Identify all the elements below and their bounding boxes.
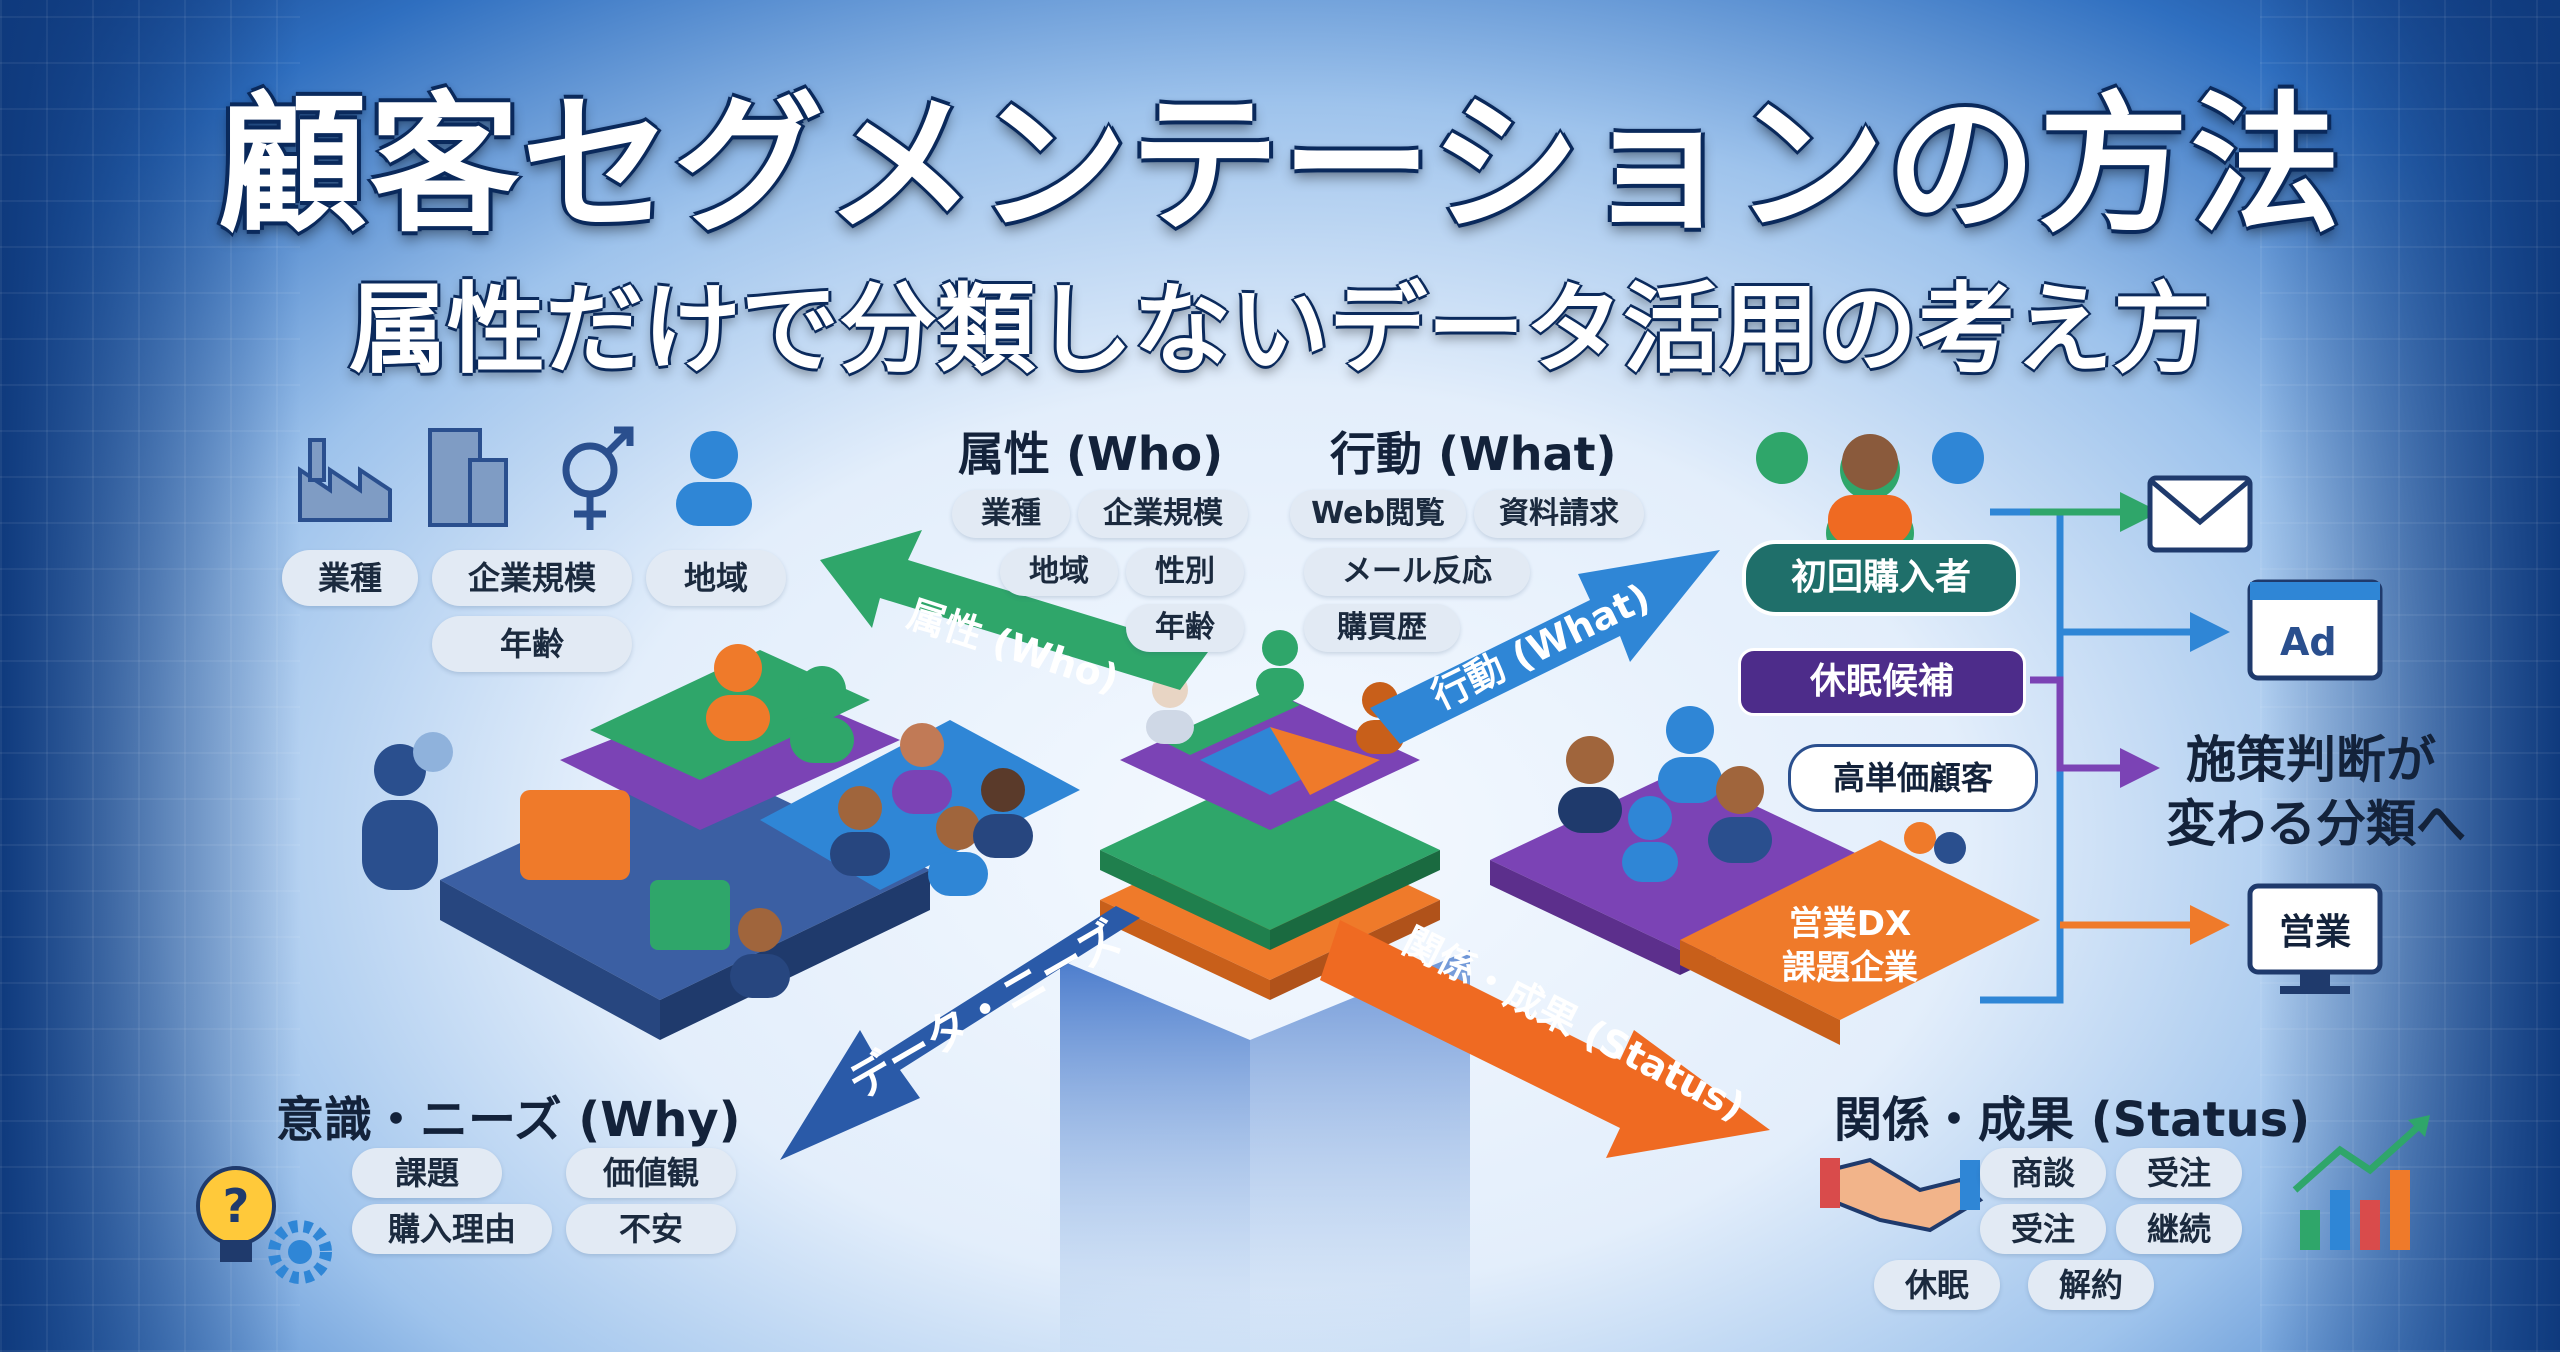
who-tag-industry: 業種 xyxy=(952,490,1070,538)
what-tag-request: 資料請求 xyxy=(1474,490,1644,538)
segment-dx-line1: 営業DX xyxy=(1788,904,1912,944)
segment-dx-line2: 課題企業 xyxy=(1782,948,1918,988)
status-tag-dormant: 休眠 xyxy=(1874,1260,2000,1310)
who-tag-gender: 性別 xyxy=(1126,548,1244,596)
factory-icon xyxy=(298,438,392,522)
output-connectors xyxy=(1980,492,2230,1004)
growth-chart-icon xyxy=(2292,1115,2430,1250)
left-tag-region: 地域 xyxy=(646,550,786,606)
data-tower xyxy=(1060,950,1470,1352)
page-subtitle: 属性だけで分類しないデータ活用の考え方 xyxy=(348,273,2211,387)
why-tag-anxiety: 不安 xyxy=(566,1204,736,1254)
what-tag-web: Web閲覧 xyxy=(1290,490,1466,538)
what-tag-purchase: 購買歴 xyxy=(1304,604,1460,652)
monitor-icon: 営業 xyxy=(2247,883,2383,994)
handshake-icon xyxy=(1820,1157,1984,1233)
who-tag-region: 地域 xyxy=(1000,548,1118,596)
sales-label: 営業 xyxy=(2279,912,2351,953)
lightbulb-icon: ? xyxy=(196,1166,276,1262)
mail-icon xyxy=(2147,475,2253,553)
ad-label: Ad xyxy=(2280,620,2337,664)
left-tag-age: 年齢 xyxy=(432,616,632,672)
ad-icon: Ad xyxy=(2247,579,2383,681)
why-tag-reason: 購入理由 xyxy=(352,1204,552,1254)
person-icon xyxy=(676,431,752,526)
why-tag-issue: 課題 xyxy=(352,1148,502,1198)
segment-high-value: 高単価顧客 xyxy=(1788,744,2038,812)
arrow-what-label: 行動 (What) xyxy=(1425,575,1657,718)
who-tag-company-size: 企業規模 xyxy=(1078,490,1248,538)
what-tag-mail: メール反応 xyxy=(1304,548,1530,596)
left-tag-industry: 業種 xyxy=(282,550,418,606)
gender-icon xyxy=(562,426,634,530)
status-tag-order-2: 受注 xyxy=(1980,1204,2106,1254)
gear-icon xyxy=(268,1220,332,1284)
status-tag-deal: 商談 xyxy=(1980,1148,2106,1198)
who-tag-age: 年齢 xyxy=(1126,604,1244,652)
why-header: 意識・ニーズ (Why) xyxy=(276,1092,741,1148)
status-tag-order-1: 受注 xyxy=(2116,1148,2242,1198)
status-header: 関係・成果 (Status) xyxy=(1834,1092,2311,1148)
status-tag-cancel: 解約 xyxy=(2028,1260,2154,1310)
status-tag-continue: 継続 xyxy=(2116,1204,2242,1254)
segment-first-buyer: 初回購入者 xyxy=(1742,540,2020,616)
page-title: 顧客セグメンテーションの方法 xyxy=(217,79,2343,253)
building-icon xyxy=(428,428,508,527)
what-header: 行動 (What) xyxy=(1330,427,1617,481)
segment-dormant: 休眠候補 xyxy=(1738,648,2026,716)
svg-text:?: ? xyxy=(223,1179,250,1233)
left-tag-company-size: 企業規模 xyxy=(432,550,632,606)
background-left-panel xyxy=(0,0,300,1352)
who-header: 属性 (Who) xyxy=(958,427,1224,481)
left-puzzle-platform xyxy=(440,650,1080,1040)
decision-text-line1: 施策判断が xyxy=(2186,731,2436,789)
decision-text-line2: 変わる分類へ xyxy=(2166,795,2466,853)
why-tag-values: 価値観 xyxy=(566,1148,736,1198)
